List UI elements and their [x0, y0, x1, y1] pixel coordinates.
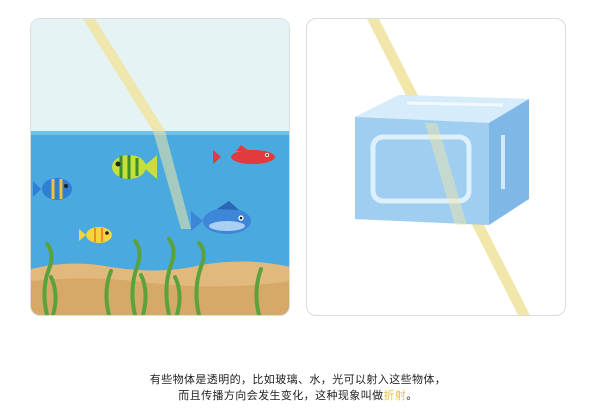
water-refraction-panel: [30, 18, 290, 316]
light-ray-incident: [83, 19, 165, 131]
sky-area: [31, 19, 289, 131]
caption-line-1: 有些物体是透明的，比如玻璃、水，光可以射入这些物体，: [149, 373, 447, 386]
ice-cube-illustration: [355, 19, 530, 315]
yellow-fish-icon: [79, 227, 112, 243]
caption-line-2-prefix: 而且传播方向会发生变化，这种现象叫做: [178, 389, 384, 402]
ice-refraction-panel: [306, 18, 566, 316]
caption-line-2: 而且传播方向会发生变化，这种现象叫做折射。: [0, 388, 596, 404]
aquarium-illustration: [31, 19, 289, 315]
ice-cube-icon: [355, 95, 529, 225]
seaweed-group: [42, 237, 263, 315]
refraction-term: 折射: [383, 389, 407, 402]
caption-line-2-suffix: 。: [406, 389, 418, 402]
light-ray-refracted: [153, 131, 191, 229]
red-fish-icon: [213, 145, 275, 164]
bluegill-fish-icon: [191, 201, 251, 234]
blue-fish-icon: [33, 178, 72, 200]
green-fish-icon: [112, 155, 157, 179]
